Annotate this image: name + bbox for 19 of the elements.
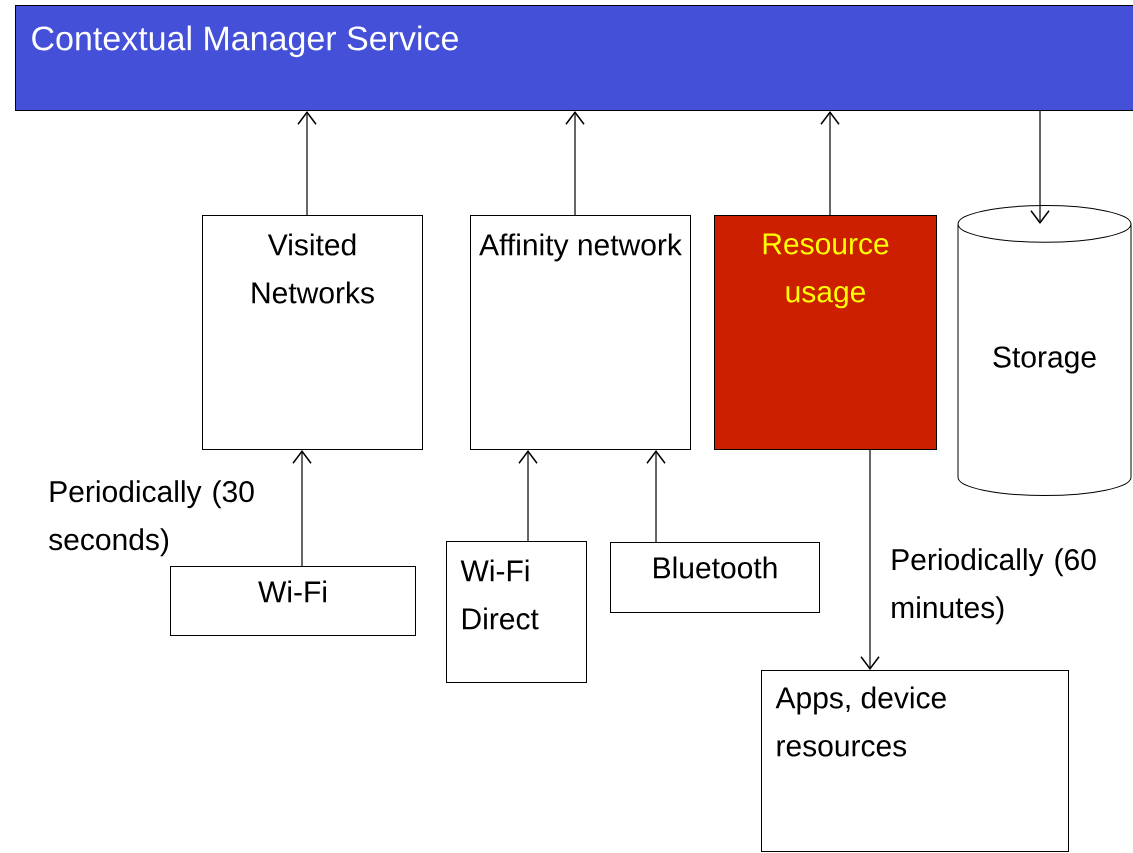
edge-label: Periodically (60 minutes) [888, 546, 1108, 627]
arrow [565, 111, 585, 216]
arrow [518, 450, 538, 542]
header-bar: Contextual Manager Service [15, 5, 1133, 111]
arrow [292, 450, 312, 567]
arrow [297, 111, 317, 216]
arrow [820, 111, 840, 216]
process-box: Visited Networks [202, 215, 423, 450]
storage-cylinder: Storage [957, 205, 1132, 497]
process-box: Resource usage [714, 215, 937, 450]
process-box: Apps, device resources [761, 670, 1069, 852]
arrow [1030, 110, 1050, 224]
arrow [646, 450, 666, 543]
arrow [860, 449, 880, 670]
edge-label: Periodically (30 seconds) [46, 478, 266, 559]
source-box: Wi-Fi Direct [446, 541, 587, 683]
source-box: Bluetooth [610, 542, 820, 613]
source-box: Wi-Fi [170, 566, 416, 636]
process-box: Affinity network [470, 215, 691, 450]
